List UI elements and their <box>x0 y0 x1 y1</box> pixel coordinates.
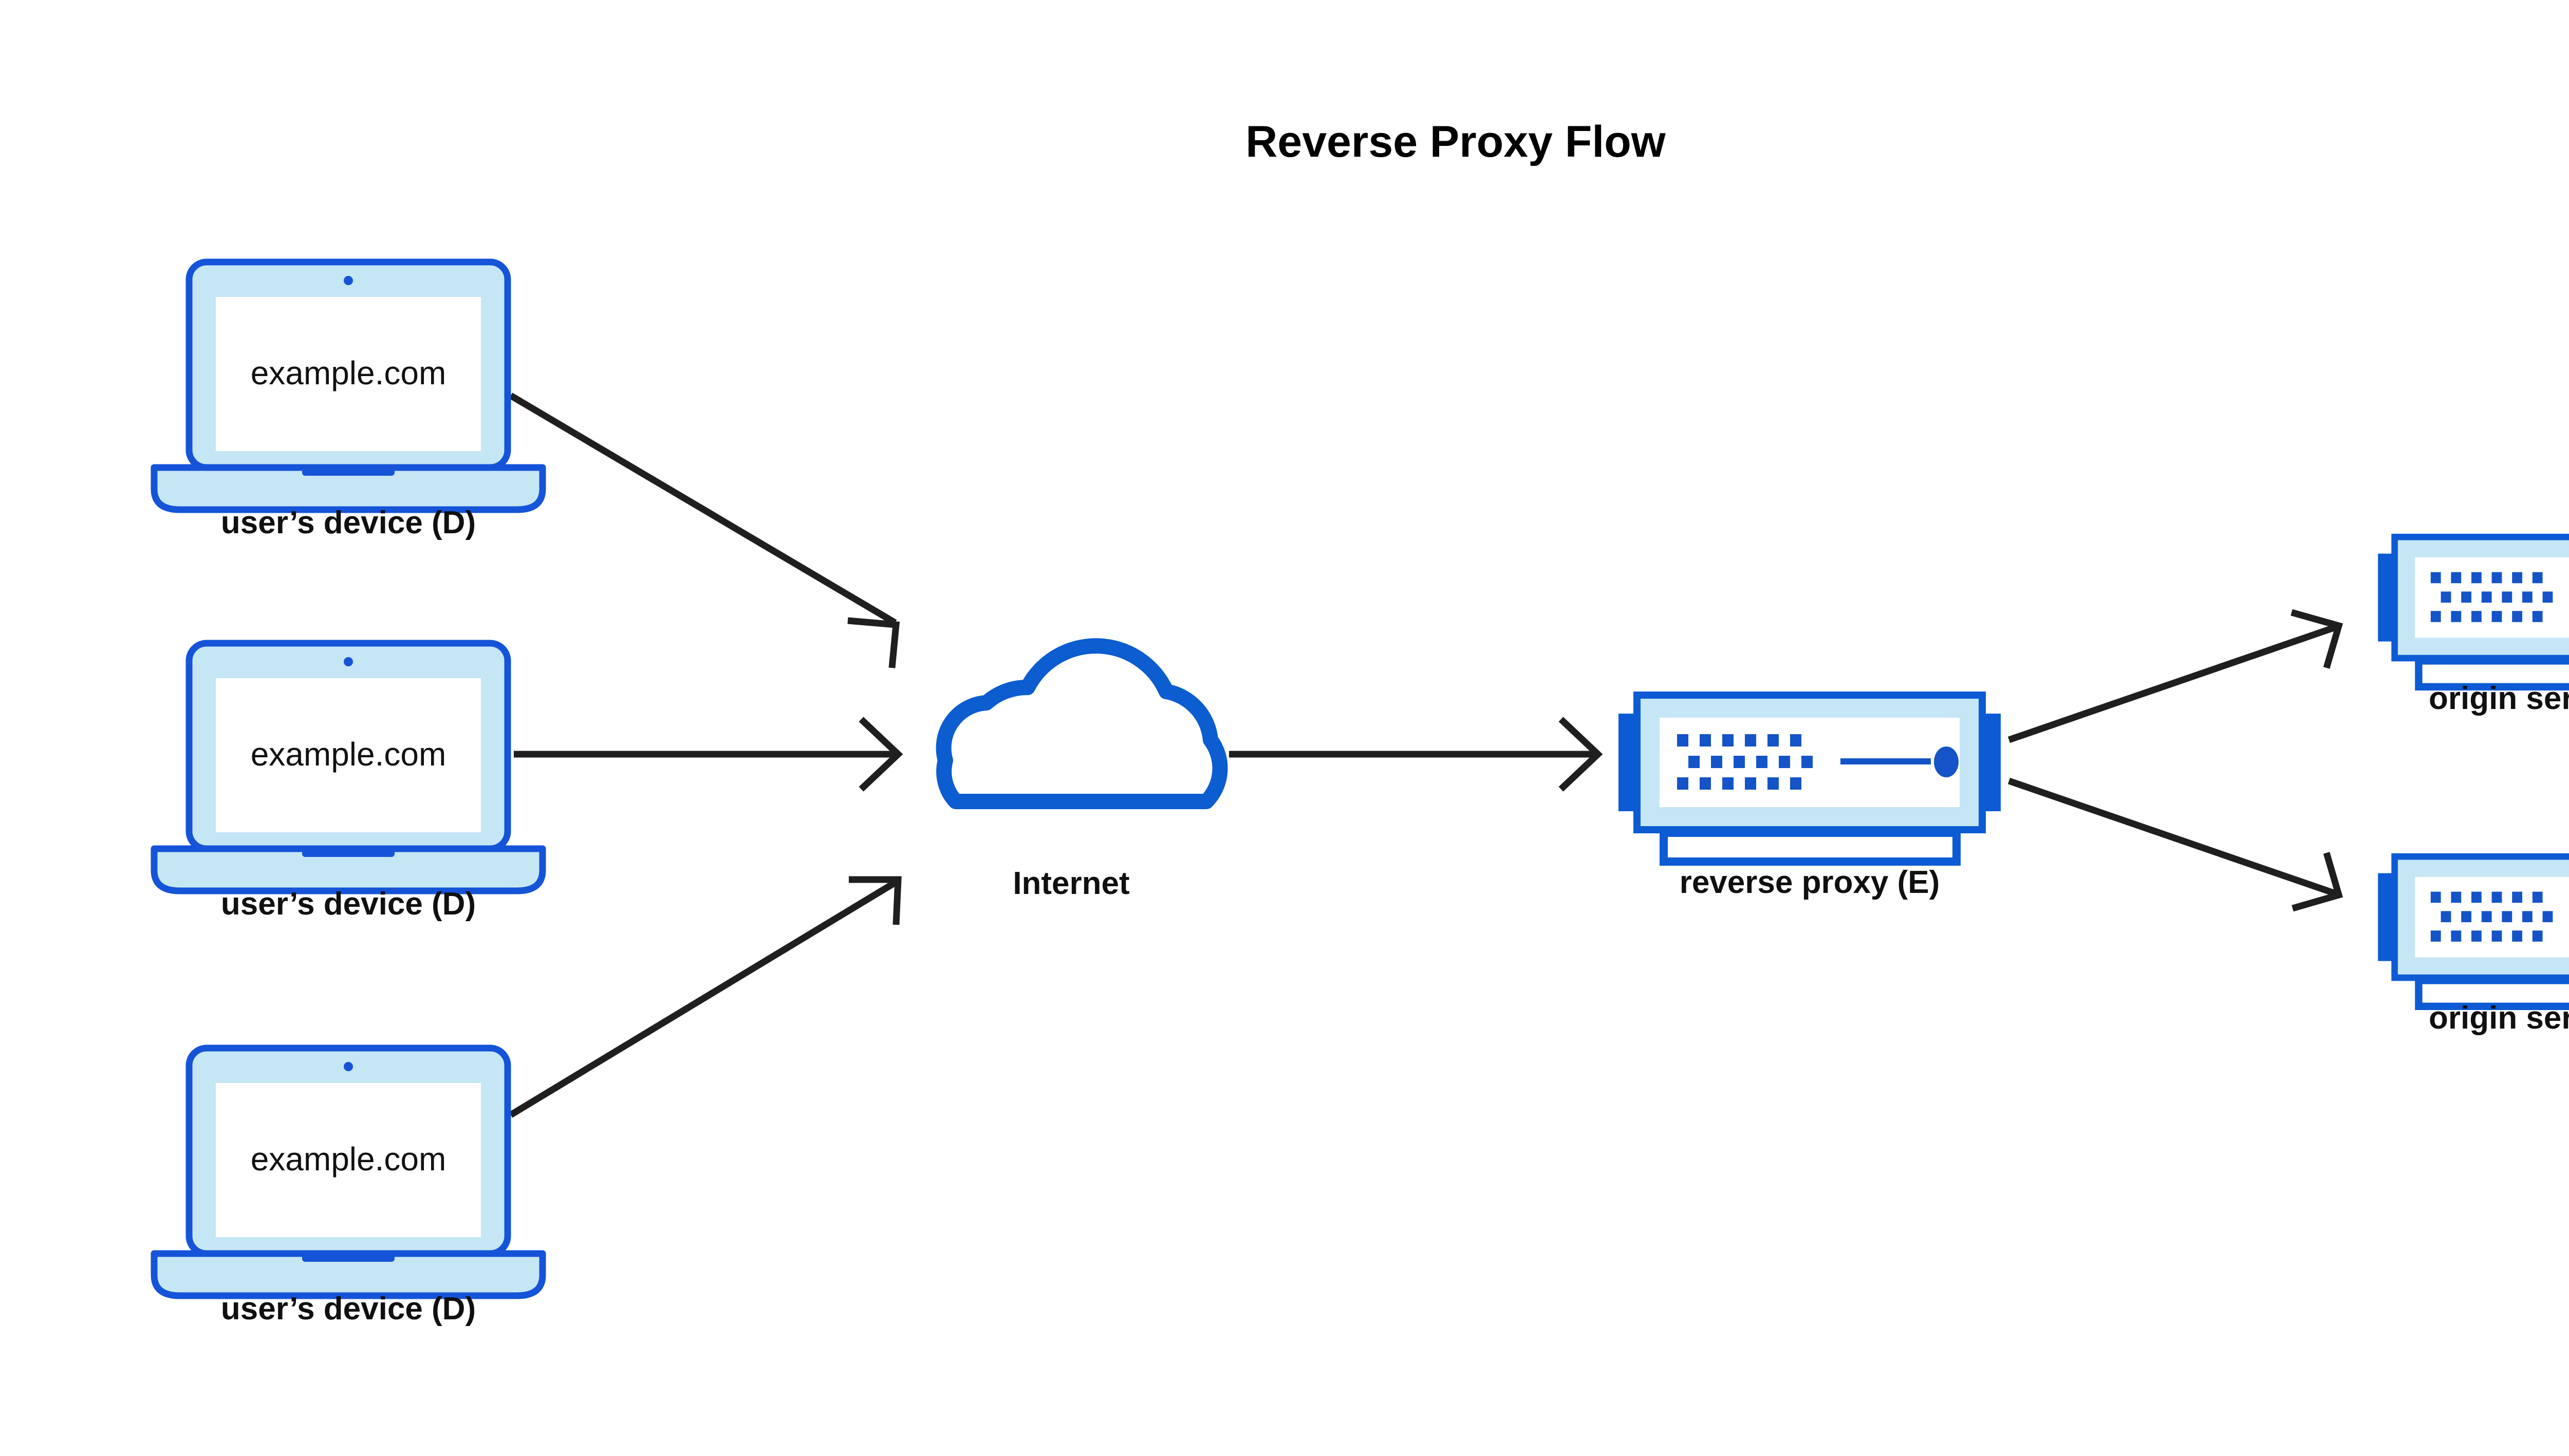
client-device-middle[interactable]: example.com user’s device (D) <box>154 643 543 922</box>
origin-server-bottom[interactable]: origin server (F) <box>2378 856 2569 1036</box>
browser-url-text: example.com <box>251 354 446 391</box>
edge-client-bottom-to-internet <box>509 876 902 1118</box>
page-title: Reverse Proxy Flow <box>1245 117 1666 166</box>
server-icon <box>2378 537 2569 687</box>
client-device-middle-label: user’s device (D) <box>221 886 476 922</box>
cloud-icon <box>944 646 1220 801</box>
server-icon <box>1618 695 2001 862</box>
edges-layer <box>509 393 2343 1118</box>
internet-cloud-label: Internet <box>1013 866 1129 901</box>
origin-server-bottom-label: origin server (F) <box>2429 1000 2569 1036</box>
edge-client-middle-to-internet <box>514 717 903 792</box>
client-device-bottom-label: user’s device (D) <box>221 1291 476 1327</box>
reverse-proxy-label: reverse proxy (E) <box>1680 865 1940 900</box>
browser-url-text: example.com <box>251 1141 446 1178</box>
edge-internet-to-proxy <box>1229 717 1603 792</box>
edge-client-top-to-internet <box>509 393 900 668</box>
origin-server-top-label: origin server (F) <box>2429 681 2569 716</box>
reverse-proxy[interactable]: reverse proxy (E) <box>1618 695 2001 900</box>
browser-url-text: example.com <box>251 736 446 773</box>
client-device-top-label: user’s device (D) <box>221 505 476 540</box>
origin-server-top[interactable]: origin server (F) <box>2378 537 2569 716</box>
server-icon <box>2378 856 2569 1006</box>
client-device-top[interactable]: example.com user’s device (D) <box>154 262 543 540</box>
edge-proxy-to-origin-bottom <box>2007 777 2343 912</box>
client-device-bottom[interactable]: example.com user’s device (D) <box>154 1048 543 1327</box>
internet-cloud[interactable]: Internet <box>944 646 1220 901</box>
edge-proxy-to-origin-top <box>2007 609 2343 743</box>
